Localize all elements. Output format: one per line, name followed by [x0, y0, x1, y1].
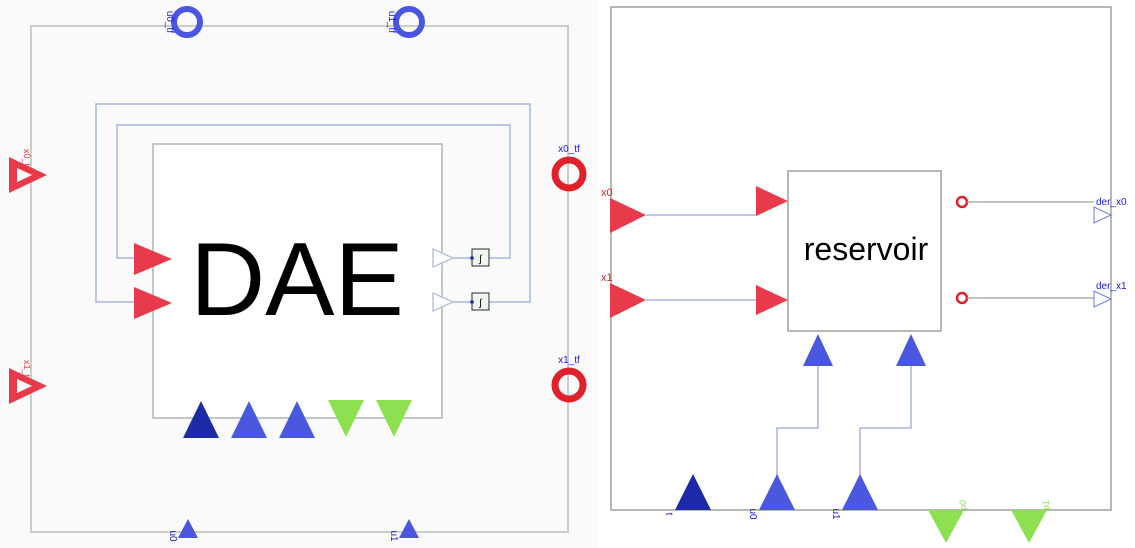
- port-p1[interactable]: [1011, 510, 1047, 543]
- integrator-block-1[interactable]: ∫: [471, 248, 490, 267]
- feedback-wire-x1: [95, 103, 531, 303]
- port-u0[interactable]: [178, 519, 198, 538]
- wire-u0-reservoir: [776, 366, 819, 478]
- port-u1[interactable]: [399, 519, 419, 538]
- port-x0-tf[interactable]: [551, 156, 587, 192]
- port-x1-tf[interactable]: [551, 367, 587, 403]
- svg-text:∫: ∫: [478, 298, 483, 309]
- label-der-x1: der_x1: [1096, 281, 1127, 292]
- input-port-x1[interactable]: [610, 283, 646, 318]
- dae-port-u1[interactable]: [279, 401, 315, 438]
- port-x0-t0[interactable]: [9, 157, 47, 193]
- dae-input-x0[interactable]: [134, 243, 172, 275]
- left-outer-frame: [30, 25, 569, 533]
- input-port-x0[interactable]: [610, 198, 646, 233]
- integrator-2-input-dot: [470, 300, 474, 304]
- dae-port-u0[interactable]: [231, 401, 267, 438]
- port-u1-right[interactable]: [842, 474, 878, 510]
- label-t: t: [663, 513, 674, 516]
- label-u1-right: u1: [830, 508, 841, 520]
- label-p0: p0: [958, 500, 968, 510]
- port-u0-tf[interactable]: [171, 6, 203, 38]
- dae-block[interactable]: [152, 143, 443, 419]
- port-u0-right[interactable]: [759, 474, 795, 510]
- reservoir-block[interactable]: [787, 170, 942, 332]
- reservoir-block-title: reservoir: [804, 231, 929, 267]
- reservoir-input-x1[interactable]: [756, 285, 788, 315]
- feedback-wire-x0: [116, 124, 511, 259]
- label-x1: x1: [601, 272, 613, 284]
- label-u0-right: u0: [747, 508, 758, 520]
- reservoir-input-x0[interactable]: [756, 186, 788, 216]
- dae-port-t[interactable]: [183, 401, 219, 438]
- dae-output-der-x1[interactable]: [432, 292, 455, 312]
- wire-u1-reservoir: [859, 366, 912, 478]
- port-t[interactable]: [675, 474, 711, 510]
- label-x1-tf: x1_tf: [558, 355, 580, 366]
- right-diagram: reservoir x0 x1 der_x0 der_x1 t u0: [601, 6, 1127, 543]
- label-x1-t0: x1_t0: [22, 360, 32, 382]
- reservoir-input-u1[interactable]: [896, 334, 926, 366]
- dae-block-title: DAE: [190, 222, 404, 338]
- dae-input-x1[interactable]: [134, 287, 172, 319]
- port-u1-tf[interactable]: [393, 6, 425, 38]
- dae-output-der-x0[interactable]: [432, 248, 455, 268]
- label-x0-t0: x0_t0: [22, 149, 32, 171]
- dae-port-p0[interactable]: [328, 400, 364, 437]
- output-port-der-x0[interactable]: [1093, 206, 1113, 224]
- label-der-x0: der_x0: [1096, 197, 1127, 208]
- output-port-der-x1[interactable]: [1093, 290, 1113, 308]
- integrator-1-input-dot: [470, 256, 474, 260]
- label-p1: p1: [1041, 500, 1051, 510]
- port-x1-t0[interactable]: [9, 368, 47, 404]
- label-x0: x0: [601, 187, 613, 199]
- reservoir-input-u0[interactable]: [803, 334, 833, 366]
- port-p0[interactable]: [928, 510, 964, 543]
- dae-port-p1[interactable]: [376, 400, 412, 437]
- left-diagram: DAE ∫ ∫ u0_tf u1_tf x: [9, 6, 587, 542]
- svg-text:∫: ∫: [478, 254, 483, 265]
- label-u1: u1: [388, 530, 399, 542]
- label-u0-tf: u0_tf: [164, 11, 175, 33]
- label-u1-tf: u1_tf: [386, 11, 397, 33]
- label-x0-tf: x0_tf: [558, 144, 580, 155]
- integrator-block-2[interactable]: ∫: [471, 292, 490, 311]
- label-u0: u0: [167, 530, 178, 542]
